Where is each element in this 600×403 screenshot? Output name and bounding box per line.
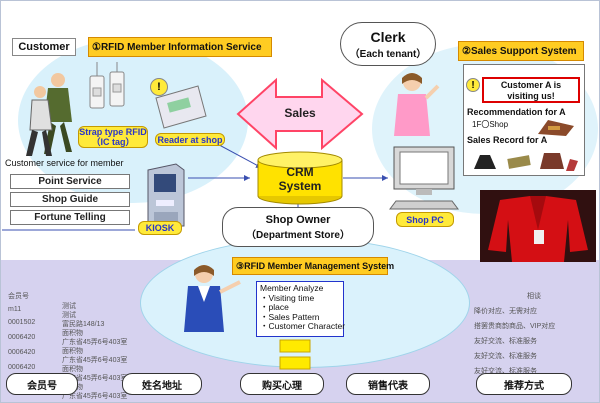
clerk-subtitle: （Each tenant） (349, 48, 427, 60)
analyze-output-1 (279, 339, 311, 353)
kiosk-label: KIOSK (138, 221, 182, 235)
recommended-item-icon (538, 120, 574, 136)
address-row: 测试 (62, 303, 76, 310)
shop-guide-item[interactable]: Shop Guide (10, 192, 130, 207)
recommend-row: 友好交流、标准服务 (474, 368, 537, 375)
clerk-figure-icon (394, 73, 440, 136)
member-analyze-title: Member Analyze (260, 283, 324, 293)
rfid-strap-tag-icon (89, 62, 125, 109)
member-id-row: 0006420 (8, 364, 36, 371)
address-row: 富民路148/13 (62, 321, 105, 328)
recommend-row: 友好交流、标准服务 (474, 338, 537, 345)
analyze-item-customer-character: ・Customer Character (260, 321, 346, 331)
sales-label: Sales (284, 106, 316, 120)
address-row: 广东省45弄6号403室 (62, 339, 128, 346)
recommend-row: 降价对应、无需对应 (474, 308, 537, 315)
clerk-bubble: Clerk （Each tenant） (340, 22, 436, 66)
shop-owner-bubble: Shop Owner （Department Store） (222, 207, 374, 247)
recommend-row: 搭罢贵商韵商品、VIP对应 (474, 323, 556, 330)
analyze-output-2 (279, 356, 311, 370)
member-analyze-document: Member Analyze ・Visiting time ・place ・Sa… (256, 281, 346, 337)
analyze-item-sales-pattern: ・Sales Pattern (260, 311, 320, 322)
customer-label: Customer (12, 38, 76, 56)
crm-database-icon (257, 151, 343, 205)
address-row: 广东省45弄6号403室 (62, 393, 128, 400)
point-service-item[interactable]: Point Service (10, 174, 130, 189)
address-row: 面积物 (62, 330, 83, 337)
fortune-telling-item[interactable]: Fortune Telling (10, 210, 130, 225)
member-id-button[interactable]: 会员号 (6, 373, 78, 395)
member-id-row: 0006420 (8, 349, 36, 356)
analyze-item-place: ・place (260, 302, 289, 312)
shop-pc-icon (389, 146, 459, 210)
manager-figure-icon (184, 265, 241, 332)
sales-double-arrow (236, 77, 364, 151)
purchase-psychology-button[interactable]: 购买心理 (240, 373, 324, 395)
rfid-reader-icon (155, 85, 207, 129)
recommend-method-column: 相谈 降价对应、无需对应 搭罢贵商韵商品、VIP对应 友好交流、标准服务 友好交… (474, 292, 594, 376)
member-services-title: Customer service for member (5, 158, 124, 168)
recommend-header: 相谈 (527, 293, 541, 300)
reader-alert-icon: ! (150, 78, 168, 96)
address-row: 面积物 (62, 348, 83, 355)
clerk-title: Clerk (370, 28, 406, 45)
address-row: 测试 (62, 312, 76, 319)
name-address-button[interactable]: 姓名地址 (122, 373, 202, 395)
shop-owner-title: Shop Owner (265, 213, 331, 226)
sales-rep-button[interactable]: 销售代表 (346, 373, 430, 395)
kiosk-icon (147, 163, 185, 227)
shop-pc-label: Shop PC (396, 212, 454, 227)
shop-owner-subtitle: （Department Store） (246, 229, 350, 241)
member-id-row: 0006420 (8, 334, 36, 341)
address-row: 广东省45弄6号403室 (62, 357, 128, 364)
sales-record-items-icon (474, 153, 578, 171)
member-id-header: 会员号 (8, 293, 29, 300)
address-row: 面积物 (62, 366, 83, 373)
member-management-label: ③RFID Member Management System (232, 257, 394, 275)
shop-floor-label: 1F〇Shop (472, 120, 509, 129)
strap-tag-label: Strap type RFID（IC tag） (78, 126, 148, 148)
sales-record-label: Sales Record for A (467, 135, 548, 145)
crm-label: CRM System (278, 165, 322, 193)
rfid-member-service-label: ①RFID Member Information Service (88, 37, 272, 57)
sales-support-label: ②Sales Support System (458, 41, 584, 61)
recommend-method-button[interactable]: 推荐方式 (476, 373, 572, 395)
analyze-item-visiting-time: ・Visiting time (260, 292, 315, 303)
product-photo (480, 190, 596, 262)
recommend-row: 友好交流、标准服务 (474, 353, 537, 360)
reader-label: Reader at shop (155, 133, 225, 146)
address-row: 广东省45弄6号403室 (62, 375, 128, 382)
customers-figure-icon (26, 73, 72, 156)
member-id-row: m11 (8, 306, 22, 313)
recommendation-label: Recommendation for A (467, 107, 566, 117)
visiting-alert-text: Customer A is visiting us! (482, 77, 580, 103)
visit-alert-icon: ! (466, 78, 480, 92)
member-id-row: 0001502 (8, 319, 36, 326)
